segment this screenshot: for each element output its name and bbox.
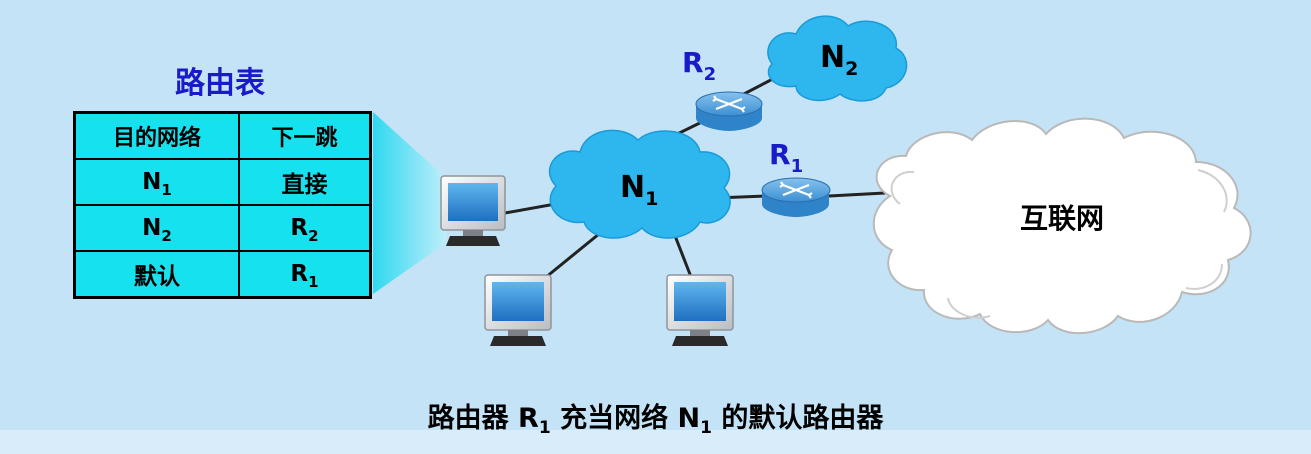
header-next-hop: 下一跳 bbox=[238, 111, 372, 160]
label-r2-sub: 2 bbox=[704, 64, 717, 85]
label-r1: R1 bbox=[769, 138, 803, 177]
label-n1: N1 bbox=[620, 170, 658, 210]
hop-text: R bbox=[290, 215, 309, 241]
caption-part1-sub: 1 bbox=[538, 418, 551, 438]
host-computer-bottom-left bbox=[484, 274, 552, 346]
caption-part2: 充当网络 N bbox=[550, 403, 701, 434]
cell-next-hop: 直接 bbox=[238, 158, 372, 206]
dest-text: N bbox=[142, 169, 162, 195]
hop-text: R bbox=[290, 261, 309, 287]
cell-destination: N1 bbox=[73, 158, 240, 206]
label-r1-main: R bbox=[769, 138, 791, 171]
label-n2: N2 bbox=[820, 40, 858, 80]
table-row: N2 R2 bbox=[73, 204, 372, 252]
hop-sub: 1 bbox=[308, 273, 319, 291]
label-r1-sub: 1 bbox=[791, 156, 804, 177]
label-n1-sub: 1 bbox=[645, 188, 658, 210]
table-row: N1 直接 bbox=[73, 158, 372, 206]
router-r1 bbox=[761, 177, 831, 217]
routing-table: 目的网络 下一跳 N1 直接 N2 R2 默认 R1 bbox=[73, 111, 372, 299]
dest-sub: 1 bbox=[161, 181, 172, 199]
table-header-row: 目的网络 下一跳 bbox=[73, 111, 372, 160]
router-r2 bbox=[695, 91, 763, 131]
cell-next-hop: R2 bbox=[238, 204, 372, 252]
cell-destination: N2 bbox=[73, 204, 240, 252]
label-n2-sub: 2 bbox=[845, 58, 858, 80]
link-r1-internet bbox=[828, 191, 886, 198]
hop-sub: 2 bbox=[308, 227, 319, 245]
highlight-beam bbox=[373, 112, 446, 294]
cell-next-hop: R1 bbox=[238, 250, 372, 299]
caption-part2-sub: 1 bbox=[700, 418, 712, 438]
header-destination: 目的网络 bbox=[73, 111, 240, 160]
label-r2-main: R bbox=[682, 46, 704, 79]
label-internet: 互联网 bbox=[1020, 202, 1104, 235]
dest-text: N bbox=[142, 215, 162, 241]
cloud-n2 bbox=[767, 15, 908, 102]
cloud-internet bbox=[872, 117, 1252, 334]
label-r2: R2 bbox=[682, 46, 716, 85]
hop-text: 直接 bbox=[281, 172, 328, 198]
label-n2-main: N bbox=[820, 40, 845, 75]
caption-part1: 路由器 R bbox=[427, 403, 539, 434]
caption: 路由器 R1 充当网络 N1 的默认路由器 bbox=[0, 396, 1311, 438]
routing-table-title: 路由表 bbox=[175, 66, 265, 101]
dest-text: 默认 bbox=[134, 264, 180, 290]
cloud-n1 bbox=[549, 129, 731, 239]
cell-destination: 默认 bbox=[73, 250, 240, 299]
bottom-band bbox=[0, 430, 1311, 454]
host-computer-left bbox=[440, 175, 506, 246]
label-n1-main: N bbox=[620, 170, 645, 205]
dest-sub: 2 bbox=[161, 227, 172, 245]
host-computer-bottom-right bbox=[666, 274, 734, 346]
table-row: 默认 R1 bbox=[73, 250, 372, 299]
caption-part3: 的默认路由器 bbox=[711, 403, 884, 434]
